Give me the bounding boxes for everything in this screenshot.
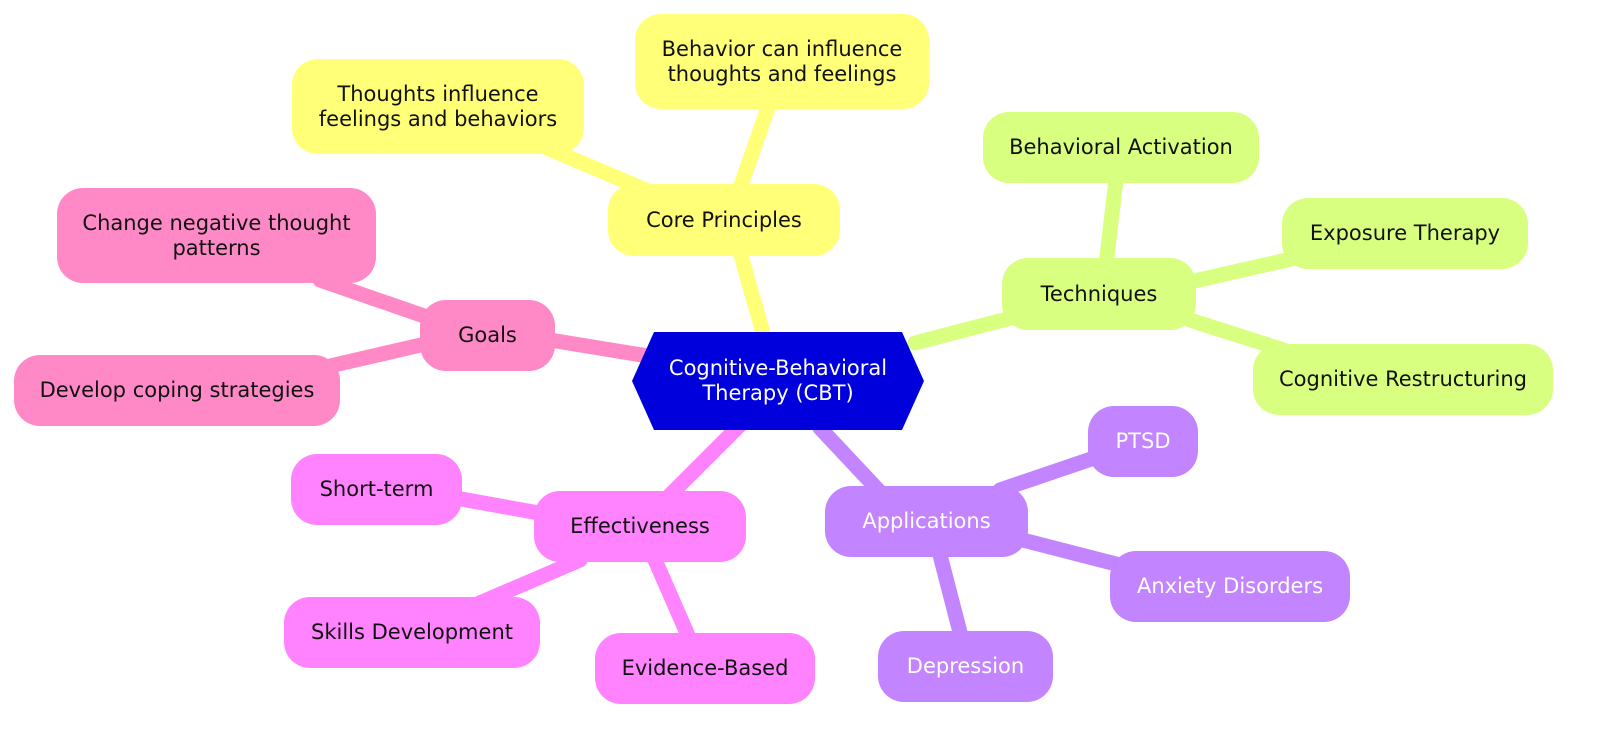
edge-applications-anxiety <box>1007 530 1128 573</box>
edge-root-core <box>732 244 773 348</box>
edge-applications-depression <box>932 547 970 648</box>
leaf-label: Exposure Therapy <box>1309 221 1501 245</box>
leaf-short-term[interactable]: Short-term <box>291 454 462 525</box>
edge-core-behavior <box>732 94 778 196</box>
leaf-label: Thoughts influence feelings and behavior… <box>318 81 558 131</box>
leaf-label: Behavioral Activation <box>1009 135 1233 159</box>
leaf-label: Short-term <box>319 477 434 501</box>
edge-goals-change <box>312 272 438 326</box>
leaf-thoughts-influence[interactable]: Thoughts influence feelings and behavior… <box>292 59 584 154</box>
leaf-label: Develop coping strategies <box>39 378 315 402</box>
branch-applications[interactable]: Applications <box>825 486 1028 557</box>
branch-techniques[interactable]: Techniques <box>1002 258 1196 330</box>
leaf-ptsd[interactable]: PTSD <box>1088 406 1198 477</box>
leaf-evidence-based[interactable]: Evidence-Based <box>595 633 815 704</box>
leaf-label: Change negative thought patterns <box>82 210 351 260</box>
branch-label: Effectiveness <box>570 514 710 538</box>
leaf-label: Anxiety Disorders <box>1136 574 1324 598</box>
branch-core-principles[interactable]: Core Principles <box>608 184 840 256</box>
edge-applications-ptsd <box>992 448 1108 498</box>
leaf-change-negative-thought[interactable]: Change negative thought patterns <box>57 188 376 283</box>
edge-techniques-activation <box>1098 172 1124 272</box>
leaf-develop-coping[interactable]: Develop coping strategies <box>14 355 340 426</box>
edge-root-effectiveness <box>657 417 748 508</box>
edge-effectiveness-shortterm <box>442 489 558 523</box>
leaf-label: PTSD <box>1115 429 1171 453</box>
leaf-cognitive-restructuring[interactable]: Cognitive Restructuring <box>1253 344 1553 415</box>
edge-goals-coping <box>322 336 433 374</box>
edge-root-applications <box>812 420 888 500</box>
branch-label: Applications <box>862 509 991 533</box>
leaf-label: Evidence-Based <box>621 656 789 680</box>
edge-effectiveness-evidence <box>647 552 698 648</box>
branch-label: Goals <box>458 323 517 347</box>
leaf-behavior-influence[interactable]: Behavior can influence thoughts and feel… <box>635 14 929 109</box>
leaf-skills-development[interactable]: Skills Development <box>284 597 540 668</box>
leaf-label: Cognitive Restructuring <box>1279 367 1527 391</box>
branch-goals[interactable]: Goals <box>420 300 555 371</box>
branch-label: Techniques <box>1040 281 1158 306</box>
root-node[interactable]: Cognitive-Behavioral Therapy (CBT) <box>632 332 924 430</box>
edge-root-goals <box>542 332 656 364</box>
leaf-behavioral-activation[interactable]: Behavioral Activation <box>983 112 1259 183</box>
leaf-exposure-therapy[interactable]: Exposure Therapy <box>1282 198 1528 269</box>
branch-effectiveness[interactable]: Effectiveness <box>534 491 746 562</box>
leaf-label: Behavior can influence thoughts and feel… <box>661 36 903 86</box>
branch-label: Core Principles <box>646 207 802 232</box>
edge-techniques-exposure <box>1182 249 1308 290</box>
root-label: Cognitive-Behavioral Therapy (CBT) <box>668 356 888 405</box>
leaf-anxiety-disorders[interactable]: Anxiety Disorders <box>1110 551 1350 622</box>
leaf-label: Depression <box>906 654 1025 678</box>
leaf-depression[interactable]: Depression <box>878 631 1053 702</box>
leaf-label: Skills Development <box>311 620 513 644</box>
